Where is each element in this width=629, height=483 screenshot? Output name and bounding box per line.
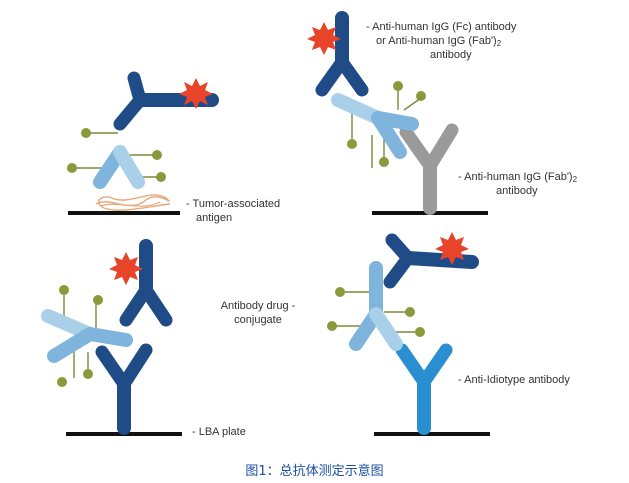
label-star-icon-3 [109, 252, 143, 285]
lba-plate-bar [68, 211, 180, 215]
adc-antibody-4 [349, 261, 403, 351]
detection-antibody-3 [119, 239, 173, 327]
capture-antibody-dark [95, 343, 153, 435]
label-fc-line3: antibody [430, 49, 472, 61]
panel-lba-plate [41, 239, 182, 436]
adc-antibody-2 [331, 93, 419, 159]
tumor-antigen-shape [95, 194, 171, 211]
capture-antibody-idiotype [395, 343, 453, 435]
label-adc-line2: conjugate [234, 314, 282, 326]
panel-anti-idiotype [327, 232, 490, 436]
label-fab-line1: - Anti-human IgG (Fab')2 [458, 171, 578, 184]
adc-antibody-3 [41, 309, 133, 363]
label-tumor-line2: antigen [196, 212, 233, 224]
label-fc-line1: - Anti-human IgG (Fc) antibody [366, 21, 517, 33]
label-fc-line2: or Anti-human IgG (Fab')2 [376, 35, 502, 48]
figure-caption: 图1：总抗体测定示意图 [245, 464, 384, 479]
label-idiotype: - Anti-Idiotype antibody [458, 374, 570, 386]
label-adc-line1: Antibody drug - [220, 300, 296, 312]
label-tumor-line1: - Tumor-associated [186, 198, 281, 210]
capture-antibody-gray [399, 123, 459, 215]
label-fab-line2: antibody [496, 185, 538, 197]
label-star-icon-4 [435, 232, 469, 265]
label-star-icon-2 [307, 22, 341, 55]
detection-antibody-2 [315, 11, 369, 97]
panel-anti-human-igg [307, 11, 488, 215]
label-star-icon [179, 78, 213, 109]
lba-plate-bar-4 [374, 432, 490, 436]
panel-tumor-antigen [67, 71, 219, 215]
label-lba-plate: - LBA plate [192, 426, 246, 438]
